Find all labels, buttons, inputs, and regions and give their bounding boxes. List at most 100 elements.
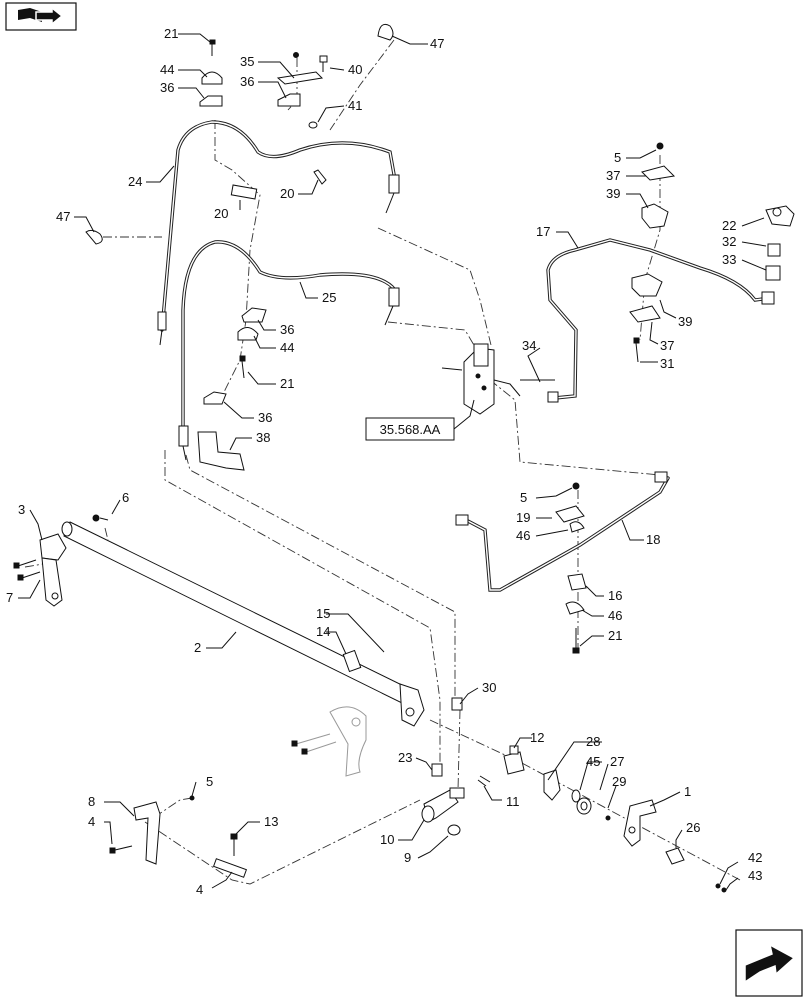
fitting-33: [765, 265, 781, 281]
callout-30: 30: [482, 680, 496, 695]
bolt-21-low: [572, 628, 580, 654]
book-arrow-icon[interactable]: [5, 2, 77, 31]
bolt-21-mid: [239, 355, 246, 379]
callout-5: 5: [206, 774, 213, 789]
alignment-lines: [24, 39, 741, 885]
cylinder-10: [421, 787, 465, 823]
reference-box-label: 35.568.AA: [380, 422, 441, 437]
callout-14: 14: [316, 624, 330, 639]
lever-3: [39, 533, 67, 607]
clamp-44-b: [237, 327, 259, 341]
nut-5-mid: [572, 482, 580, 490]
callout-19: 19: [516, 510, 530, 525]
bolt-21-top: [209, 39, 216, 56]
bracket-38: [197, 431, 245, 471]
callout-28: 28: [586, 734, 600, 749]
leader-lines: [18, 33, 767, 891]
callout-9: 9: [404, 850, 411, 865]
plate-37-top: [641, 165, 676, 181]
shaft-2: [61, 521, 425, 727]
pin-13: [230, 833, 238, 856]
clamp-36-top: [199, 95, 223, 107]
callout-44: 44: [280, 340, 294, 355]
callout-22: 22: [722, 218, 736, 233]
reference-box-35-568-aa[interactable]: 35.568.AA: [365, 399, 475, 441]
fitting-30: [451, 697, 463, 711]
callout-17: 17: [536, 224, 550, 239]
bracket-8: [133, 801, 161, 865]
callout-5: 5: [614, 150, 621, 165]
pin-29: [605, 815, 611, 821]
cap-47-left: [85, 229, 103, 245]
pin-4: [212, 858, 248, 878]
bolt-6: [92, 514, 109, 522]
spring-11: [477, 775, 491, 787]
valve-block: [441, 343, 555, 415]
cap-47-top: [377, 23, 394, 41]
bracket-1: [623, 799, 657, 847]
callout-39: 39: [606, 186, 620, 201]
bolts-7: [13, 559, 41, 581]
callout-47: 47: [430, 36, 444, 51]
elbow-22: [765, 205, 795, 227]
callout-29: 29: [612, 774, 626, 789]
callout-3: 3: [18, 502, 25, 517]
tie-20-b: [313, 169, 327, 185]
callout-45: 45: [586, 754, 600, 769]
callout-36: 36: [280, 322, 294, 337]
callout-4: 4: [88, 814, 95, 829]
washer-45: [571, 789, 581, 803]
clamp-36-b: [277, 93, 301, 107]
clamp-39-top: [641, 203, 669, 229]
callout-36: 36: [258, 410, 272, 425]
tube-18: [455, 471, 670, 592]
callout-43: 43: [748, 868, 762, 883]
callout-2: 2: [194, 640, 201, 655]
nut-top: [293, 52, 299, 58]
plate-19: [555, 505, 585, 523]
hose-25: [178, 240, 400, 461]
sensor-12: [503, 745, 525, 775]
clamp-36-c: [241, 307, 267, 323]
callout-44: 44: [160, 62, 174, 77]
bolt-31: [633, 337, 640, 363]
plate-37-b: [629, 305, 661, 323]
callout-38: 38: [256, 430, 270, 445]
callout-36: 36: [240, 74, 254, 89]
callout-5: 5: [520, 490, 527, 505]
tube-17: [546, 238, 772, 403]
callout-39: 39: [678, 314, 692, 329]
callout-13: 13: [264, 814, 278, 829]
bolt-4-left: [109, 845, 133, 854]
callout-37: 37: [606, 168, 620, 183]
callout-15: 15: [316, 606, 330, 621]
bolt-40: [319, 55, 328, 72]
bolt-42-43: [715, 883, 727, 893]
callout-12: 12: [530, 730, 544, 745]
callout-31: 31: [660, 356, 674, 371]
callout-47: 47: [56, 209, 70, 224]
ghost-linkage: [291, 706, 367, 777]
callout-23: 23: [398, 750, 412, 765]
clamp-46-a: [569, 521, 585, 533]
callout-8: 8: [88, 794, 95, 809]
callout-32: 32: [722, 234, 736, 249]
callout-21: 21: [608, 628, 622, 643]
fitting-33b: [761, 291, 775, 305]
next-page-arrow-icon[interactable]: [735, 929, 803, 997]
callout-27: 27: [610, 754, 624, 769]
callout-10: 10: [380, 832, 394, 847]
callout-7: 7: [6, 590, 13, 605]
washer-9: [447, 824, 461, 836]
bushing-27: [576, 797, 592, 815]
callout-6: 6: [122, 490, 129, 505]
clamp-36-d: [203, 391, 227, 405]
clamp-39-b: [631, 273, 663, 297]
clamp-46-b: [565, 601, 585, 615]
clamp-44-top: [201, 71, 223, 85]
fitting-26: [665, 847, 685, 865]
fitting-32: [767, 243, 781, 257]
callout-11: 11: [506, 794, 520, 809]
clamp-16: [567, 573, 587, 591]
